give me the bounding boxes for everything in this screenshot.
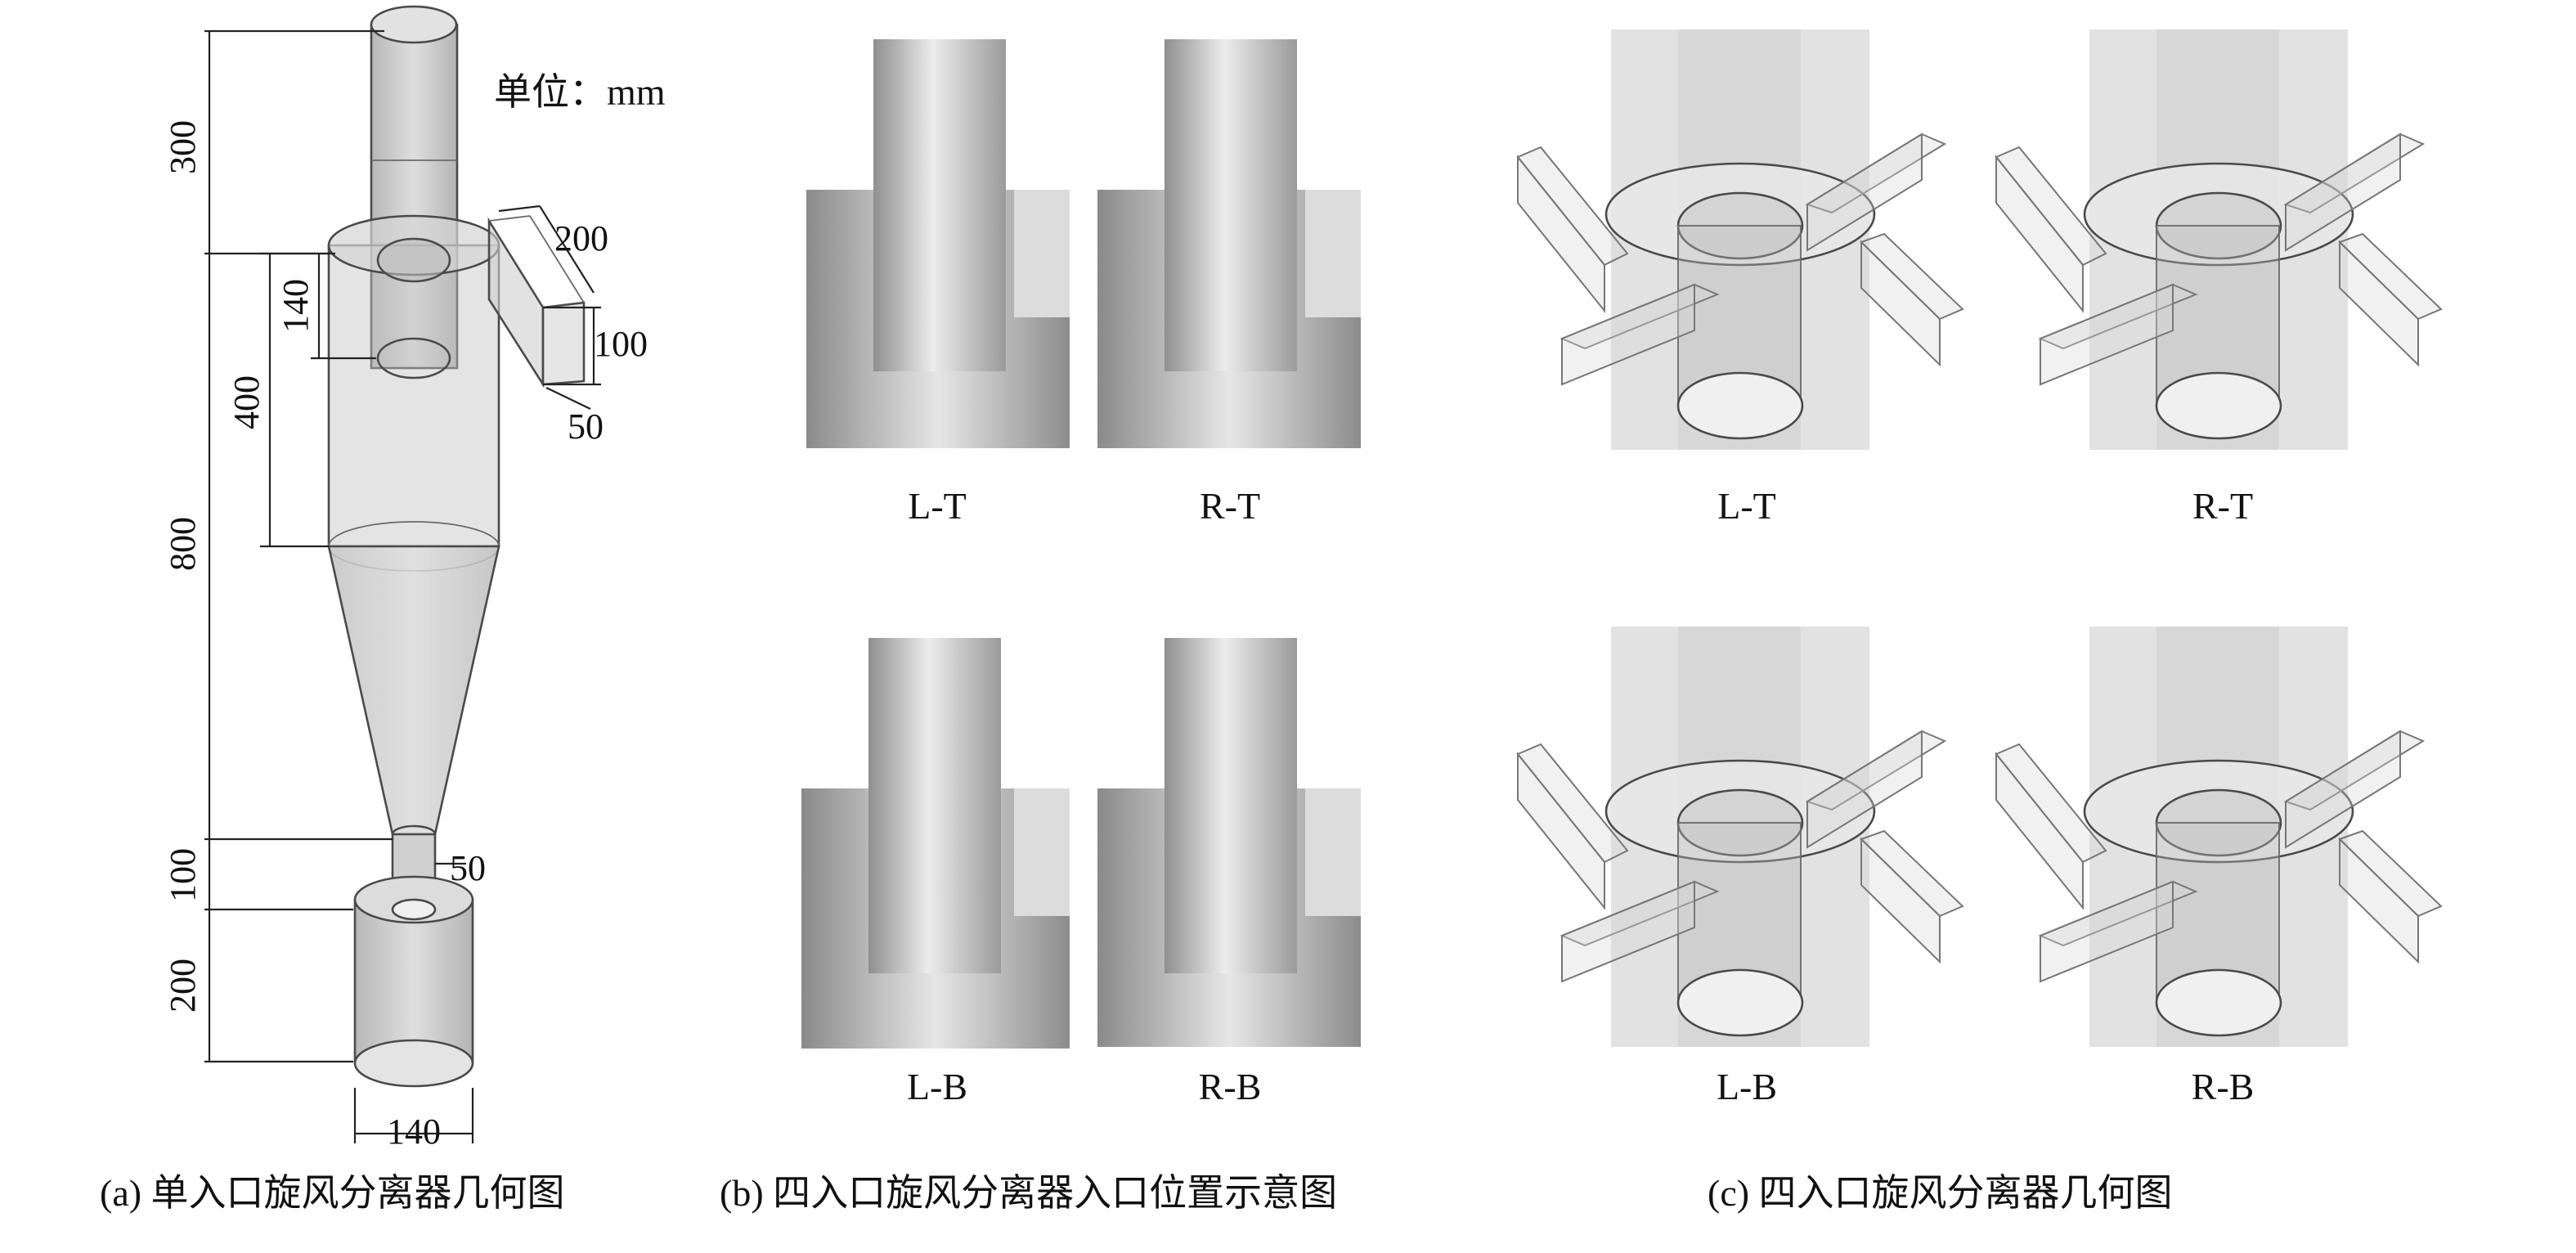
model-L-T [1516, 29, 1964, 450]
dim-label-hopper-height: 200 [163, 959, 203, 1013]
label-b-R-B: R-B [1199, 1066, 1262, 1107]
dim-label-dipleg-height: 100 [163, 848, 203, 902]
caption-c: (c) 四入口旋风分离器几何图 [1708, 1172, 2173, 1214]
dim-label-cylinder-height: 400 [227, 375, 267, 429]
dim-label-hopper-diameter: 140 [387, 1112, 441, 1152]
dim-label-outlet-height: 300 [163, 120, 203, 174]
schematic-R-B [1097, 638, 1361, 1047]
model-L-B [1516, 625, 1964, 1049]
panel-c-four-inlet-geometry: L-T R-T L-B R-B (c) 四入口旋风分离器几何图 [1516, 28, 2443, 1214]
label-b-L-T: L-T [908, 485, 967, 527]
caption-b: (b) 四入口旋风分离器入口位置示意图 [720, 1172, 1337, 1214]
schematic-R-T [1097, 39, 1361, 448]
cylinder-body [327, 214, 500, 572]
label-c-L-B: L-B [1717, 1066, 1777, 1107]
dim-label-inlet-width: 50 [568, 406, 604, 447]
dim-label-inlet-length: 200 [554, 218, 608, 258]
dim-label-inlet-depth: 140 [276, 279, 316, 333]
unit-label: 单位：mm [494, 71, 666, 113]
cone [327, 545, 500, 844]
model-R-B [1995, 625, 2443, 1049]
panel-a-single-inlet-cyclone: 300 800 100 200 400 140 200 100 50 50 14… [100, 5, 666, 1214]
model-R-T [1995, 28, 2443, 451]
hopper [353, 875, 474, 1088]
panel-b-inlet-positions: L-T R-T L-B R-B (b) 四入口旋风分离器入口位置示意图 [720, 39, 1361, 1214]
outlet-pipe [370, 5, 459, 370]
label-b-R-T: R-T [1200, 485, 1260, 527]
schematic-L-T [806, 39, 1070, 448]
schematic-L-B [801, 638, 1070, 1049]
tangential-inlet [487, 215, 586, 388]
label-c-R-T: R-T [2192, 485, 2253, 527]
label-b-L-B: L-B [907, 1066, 967, 1107]
label-c-R-B: R-B [2192, 1066, 2255, 1107]
dim-label-inlet-height: 100 [594, 324, 648, 364]
dim-label-dipleg-diameter: 50 [450, 848, 486, 888]
dimension-lines [204, 29, 601, 1143]
label-c-L-T: L-T [1717, 485, 1776, 527]
caption-a: (a) 单入口旋风分离器几何图 [100, 1172, 565, 1214]
dim-label-body-height: 800 [163, 517, 203, 571]
